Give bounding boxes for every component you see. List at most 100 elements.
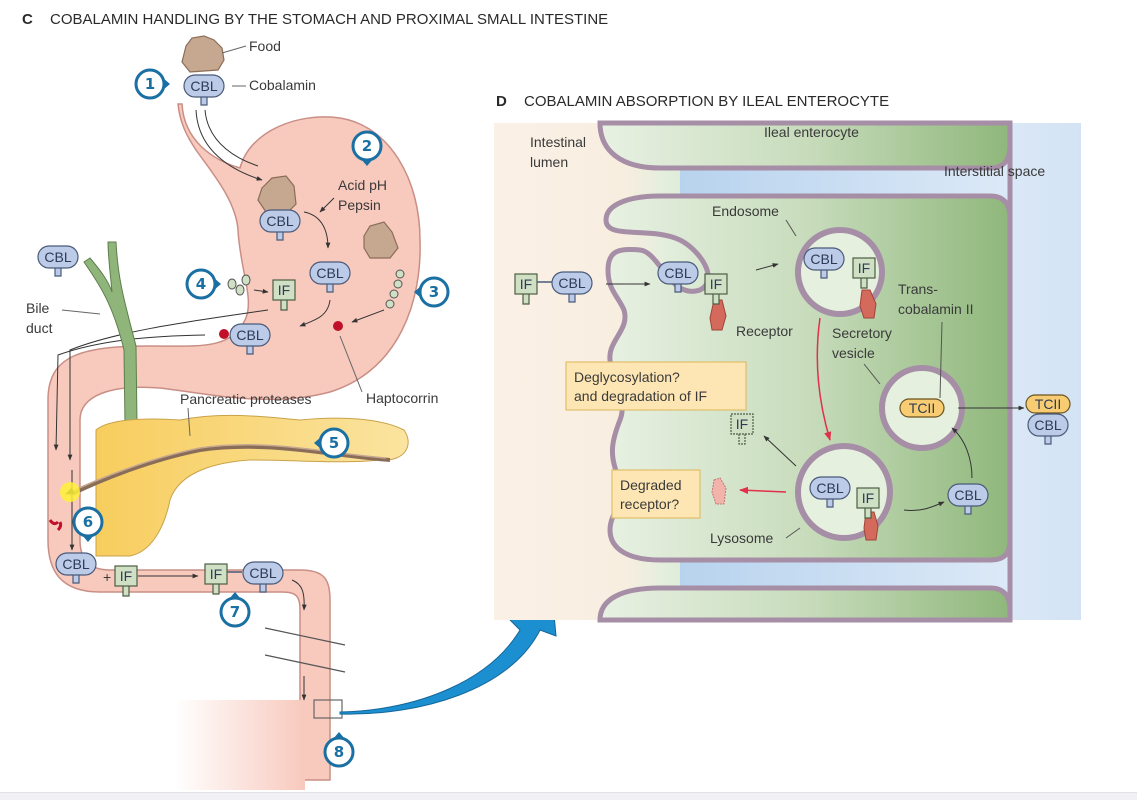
parietal-cells bbox=[227, 274, 251, 296]
if-degraded: IF bbox=[730, 413, 754, 445]
if-text: IF bbox=[278, 282, 290, 298]
lower-enterocyte bbox=[597, 585, 1013, 623]
badge-number: 7 bbox=[230, 603, 240, 621]
if-stem bbox=[712, 294, 720, 305]
deglycosylation-note-line2: and degradation of IF bbox=[574, 388, 707, 404]
trans-label: Trans- bbox=[898, 281, 938, 297]
badge-number: 5 bbox=[329, 434, 339, 452]
cbl-haptocorrin-complex: CBL bbox=[229, 323, 271, 355]
badge-circle bbox=[318, 427, 350, 459]
panel-c-letter: C bbox=[22, 11, 33, 28]
if-stem bbox=[280, 300, 288, 311]
cbl-body bbox=[229, 323, 271, 347]
cbl-free-stomach: CBL bbox=[309, 261, 351, 293]
cbl-text: CBL bbox=[816, 480, 843, 496]
tcii-text: TCII bbox=[1035, 396, 1061, 412]
cbl-duodenum: CBL bbox=[55, 552, 97, 584]
panel-d-title: COBALAMIN ABSORPTION BY ILEAL ENTEROCYTE bbox=[524, 93, 889, 110]
interstitial-band-bottom bbox=[680, 560, 1010, 588]
deglycosylation-note-line1: Deglycosylation? bbox=[574, 369, 680, 385]
if-stem bbox=[864, 508, 872, 519]
degraded-haptocorrin bbox=[48, 519, 63, 532]
cbl-body bbox=[657, 261, 699, 285]
if-body bbox=[204, 563, 228, 585]
badge-circle bbox=[134, 68, 166, 100]
receptor-label: Receptor bbox=[736, 323, 793, 339]
if-body bbox=[704, 273, 728, 295]
cbl-text: CBL bbox=[810, 251, 837, 267]
if-stem bbox=[212, 584, 220, 595]
food-particle-stomach bbox=[257, 175, 297, 213]
cbl-body bbox=[55, 552, 97, 576]
cbl-body bbox=[947, 483, 989, 507]
pancreas bbox=[95, 414, 409, 557]
if-text: IF bbox=[858, 260, 870, 276]
if-body bbox=[272, 279, 296, 301]
step-badge-1: 1 bbox=[134, 68, 170, 100]
cbl-with-food: CBL bbox=[183, 74, 225, 106]
badge-number: 8 bbox=[334, 743, 344, 761]
receptor-membrane bbox=[709, 299, 727, 331]
panel-d: D COBALAMIN ABSORPTION BY ILEAL ENTEROCY… bbox=[494, 93, 1081, 623]
cbl-text: CBL bbox=[558, 275, 585, 291]
cbl-endosome: CBL bbox=[803, 247, 845, 279]
cbl-bound-food-stomach: CBL bbox=[259, 209, 301, 241]
haptocorrin-cells bbox=[385, 269, 405, 309]
cbl-interstitial: CBL bbox=[1027, 413, 1069, 445]
badge-circle bbox=[351, 130, 383, 162]
cbl-body bbox=[551, 271, 593, 295]
intestinal-label: Intestinal bbox=[530, 134, 586, 150]
cbl-text: CBL bbox=[316, 265, 343, 281]
window-bottom-edge bbox=[0, 792, 1137, 800]
cbl-body bbox=[242, 561, 284, 585]
step-badge-2: 2 bbox=[351, 130, 383, 166]
if-membrane: IF bbox=[704, 273, 728, 305]
haptocorrin-label: Haptocorrin bbox=[366, 390, 438, 406]
cbl-text: CBL bbox=[954, 487, 981, 503]
badge-circle bbox=[418, 276, 450, 308]
cbl-released: CBL bbox=[947, 483, 989, 515]
endosome-label: Endosome bbox=[712, 203, 779, 219]
badge-number: 1 bbox=[145, 75, 155, 93]
degraded-receptor-note bbox=[611, 469, 701, 519]
bile-duct bbox=[83, 241, 139, 501]
if-text: IF bbox=[520, 276, 532, 292]
if-lumen: IF bbox=[514, 273, 538, 305]
cbl-body bbox=[803, 247, 845, 271]
food-label: Food bbox=[249, 38, 281, 54]
if-text: IF bbox=[210, 566, 222, 582]
if-lysosome: IF bbox=[856, 487, 880, 519]
if-duodenum: IF bbox=[114, 565, 138, 597]
haptocorrin-dot bbox=[333, 321, 343, 331]
haptocorrin-dot-bound bbox=[219, 329, 229, 339]
activation-burst bbox=[60, 482, 80, 502]
cbl-bile: CBL bbox=[37, 245, 79, 277]
deglycosylation-note bbox=[565, 361, 747, 411]
if-text: IF bbox=[710, 276, 722, 292]
secretory-label: Secretory bbox=[832, 325, 892, 341]
badge-number: 2 bbox=[362, 137, 372, 155]
cbl-text: CBL bbox=[236, 327, 263, 343]
acid-ph-label: Acid pH bbox=[338, 177, 387, 193]
if-body bbox=[730, 413, 754, 435]
badge-number: 3 bbox=[429, 283, 439, 301]
badge-circle bbox=[323, 736, 355, 768]
if-stomach: IF bbox=[272, 279, 296, 311]
plus-sign: + bbox=[103, 569, 111, 585]
step-badge-6: 6 bbox=[72, 506, 104, 542]
food-particle bbox=[181, 35, 225, 73]
cbl-lumen: CBL bbox=[551, 271, 593, 303]
tcii-vesicle: TCII bbox=[899, 398, 945, 418]
badge-circle bbox=[72, 506, 104, 538]
if-stem bbox=[738, 434, 746, 445]
badge-circle bbox=[185, 268, 217, 300]
badge-number: 6 bbox=[83, 513, 93, 531]
receptor-lysosome bbox=[863, 511, 879, 541]
interstitial-band-top bbox=[680, 168, 1010, 196]
if-body bbox=[852, 257, 876, 279]
if-complex: IF bbox=[204, 563, 228, 595]
cbl-lysosome: CBL bbox=[809, 476, 851, 508]
cbl-body bbox=[37, 245, 79, 269]
